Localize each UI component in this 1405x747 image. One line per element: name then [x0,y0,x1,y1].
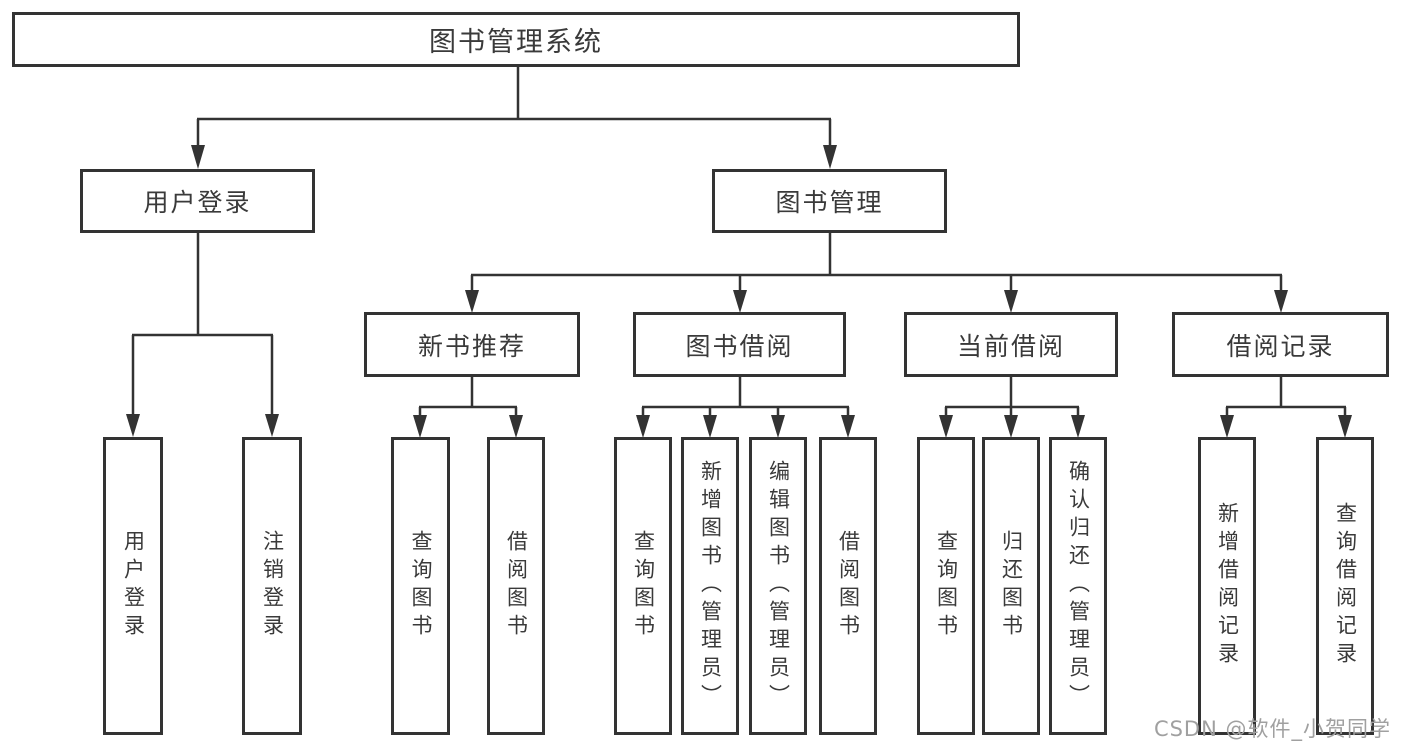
leaf-label: 注销登录 [260,530,285,642]
node-label: 图书管理系统 [429,27,603,58]
node-new-book-recommendation: 新书推荐 [364,312,580,377]
node-current-borrowing: 当前借阅 [904,312,1118,377]
csdn-watermark: CSDN @软件_小贺同学 [1153,717,1391,741]
leaf-query-borrow-record: 查询借阅记录 [1316,437,1374,735]
leaf-query-books-borrowing: 查询图书 [614,437,672,735]
leaf-logout: 注销登录 [242,437,302,735]
leaf-borrow-books-borrowing: 借阅图书 [819,437,877,735]
leaf-confirm-return-admin: 确认归还（管理员） [1049,437,1107,735]
leaf-label: 查询图书 [631,530,656,642]
node-label: 图书管理 [775,188,884,217]
leaf-return-book: 归还图书 [982,437,1040,735]
node-user-login: 用户登录 [80,169,315,233]
leaf-label: 新增借阅记录 [1215,502,1240,670]
leaf-query-books-current: 查询图书 [917,437,975,735]
node-borrowing-records: 借阅记录 [1172,312,1389,377]
leaf-label: 借阅图书 [504,530,529,642]
leaf-label: 新增图书（管理员） [698,460,723,712]
node-library-management-system: 图书管理系统 [12,12,1020,67]
node-label: 用户登录 [143,188,252,217]
leaf-label: 查询图书 [934,530,959,642]
node-label: 新书推荐 [417,331,526,361]
leaf-label: 查询图书 [409,530,433,642]
node-label: 当前借阅 [956,331,1065,361]
leaf-label: 用户登录 [121,530,146,642]
node-label: 借阅记录 [1226,331,1335,361]
leaf-query-books-recommend: 查询图书 [391,437,450,735]
node-label: 图书借阅 [685,331,794,361]
leaf-user-login: 用户登录 [103,437,163,735]
leaf-add-borrow-record: 新增借阅记录 [1198,437,1256,735]
leaf-label: 归还图书 [999,530,1024,642]
leaf-label: 编辑图书（管理员） [766,460,791,712]
leaf-add-book-admin: 新增图书（管理员） [681,437,739,735]
leaf-label: 查询借阅记录 [1333,502,1358,670]
leaf-borrow-books-recommend: 借阅图书 [487,437,545,735]
node-book-management: 图书管理 [712,169,947,233]
leaf-edit-book-admin: 编辑图书（管理员） [749,437,807,735]
leaf-label: 确认归还（管理员） [1066,460,1091,712]
leaf-label: 借阅图书 [836,530,861,642]
node-book-borrowing: 图书借阅 [633,312,846,377]
